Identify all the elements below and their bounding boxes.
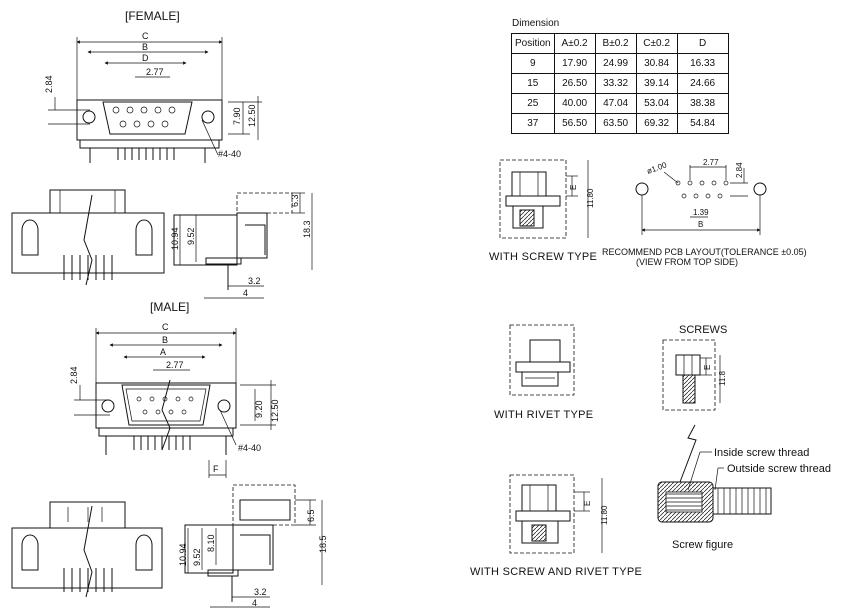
female-front-view: [FEMALE] C B D 2.77 2.84 7.9 (44, 9, 262, 163)
male-side-32: 3.2 (254, 587, 267, 597)
screw-type-dim-e: E (569, 185, 578, 190)
table-cell: 25 (511, 93, 555, 114)
female-side-63: 6.3 (290, 194, 300, 207)
screw-rivet-dim-e: E (583, 501, 592, 506)
table-row: 25 40.00 47.04 53.04 38.38 (511, 93, 729, 114)
female-dim-790: 7.90 (232, 107, 242, 125)
pcb-dim-hole: ø1.00 (646, 160, 669, 176)
table-header: D (676, 33, 729, 54)
female-dim-277: 2.77 (146, 67, 164, 77)
pcb-dim-139: 1.39 (693, 208, 709, 217)
screw-figure-outside: Outside screw thread (727, 463, 831, 475)
screw-type-dim-1180: 11.80 (586, 188, 595, 208)
table-cell: 69.32 (635, 113, 678, 134)
male-front-view: [MALE] C B A 2.77 2.84 9.20 12.50 (69, 300, 280, 478)
female-front-lower-view (11, 189, 165, 286)
dimension-table: Position A±0.2 B±0.2 C±0.2 D 9 17.90 24.… (511, 33, 729, 134)
female-side-32: 3.2 (248, 276, 261, 286)
table-cell: 47.04 (594, 93, 637, 114)
male-dim-277: 2.77 (166, 360, 184, 370)
screw-type-caption: WITH SCREW TYPE (489, 251, 597, 263)
screws-dim-e: E (703, 365, 712, 370)
male-dim-920: 9.20 (254, 400, 264, 418)
screw-figure-view: Inside screw thread Outside screw thread… (657, 447, 831, 551)
male-side-4: 4 (252, 598, 257, 608)
pcb-caption-2: (VIEW FROM TOP SIDE) (636, 257, 738, 267)
table-header-row: Position A±0.2 B±0.2 C±0.2 D (511, 33, 729, 54)
screw-rivet-type-view: E 11.80 WITH SCREW AND RIVET TYPE (470, 474, 642, 578)
female-dim-284: 2.84 (44, 75, 54, 93)
male-side-1094: 10.94 (178, 543, 188, 566)
male-side-810: 8.10 (206, 534, 216, 552)
pcb-dim-277: 2.77 (703, 158, 719, 167)
male-side-185: 18.5 (318, 535, 328, 553)
female-title: [FEMALE] (125, 9, 180, 23)
male-dim-f: F (213, 464, 219, 474)
female-side-1094: 10.94 (170, 227, 180, 250)
male-title: [MALE] (150, 300, 189, 314)
table-cell: 40.00 (553, 93, 596, 114)
female-side-952: 9.52 (186, 227, 196, 245)
male-dim-b: B (162, 335, 168, 345)
female-side-183: 18.3 (302, 220, 312, 238)
table-cell: 9 (511, 53, 555, 74)
female-dim-c: C (142, 31, 149, 41)
male-dim-1250: 12.50 (270, 399, 280, 422)
table-cell: 56.50 (553, 113, 596, 134)
female-dim-1250: 12.50 (247, 104, 257, 127)
table-cell: 37 (511, 113, 555, 134)
pcb-dim-284: 2.84 (735, 162, 744, 178)
female-side-view: 6.3 18.3 10.94 9.52 3.2 4 (170, 192, 313, 299)
pcb-layout-view: 2.77 2.84 ø1.00 1.39 B RECOMMEND PCB LAY… (602, 158, 807, 267)
table-row: 37 56.50 63.50 69.32 54.84 (511, 113, 729, 134)
table-cell: 38.38 (676, 93, 729, 114)
screw-figure-caption: Screw figure (672, 539, 733, 551)
table-cell: 16.33 (676, 53, 729, 74)
table-header: C±0.2 (635, 33, 678, 54)
table-cell: 24.66 (676, 73, 729, 94)
screws-dim-118: 11.8 (718, 370, 727, 386)
female-hole-label: #4-40 (218, 149, 241, 159)
male-dim-c: C (162, 322, 169, 332)
female-side-4: 4 (243, 288, 248, 298)
screw-figure-inside: Inside screw thread (714, 447, 809, 459)
table-cell: 54.84 (676, 113, 729, 134)
rivet-type-view: WITH RIVET TYPE (494, 324, 593, 421)
screws-view: SCREWS E 11.8 (662, 324, 727, 483)
female-dim-d: D (142, 53, 149, 63)
rivet-type-caption: WITH RIVET TYPE (494, 409, 593, 421)
male-front-lower-view (11, 501, 163, 598)
male-dim-284: 2.84 (69, 366, 79, 384)
pcb-caption-1: RECOMMEND PCB LAYOUT(TOLERANCE ±0.05) (602, 247, 807, 257)
table-cell: 53.04 (635, 93, 678, 114)
screw-type-view: E 11.80 WITH SCREW TYPE (489, 159, 597, 263)
screws-title: SCREWS (679, 324, 727, 336)
table-cell: 33.32 (594, 73, 637, 94)
screw-rivet-dim-1180: 11.80 (600, 505, 609, 525)
dimension-table-title: Dimension (512, 18, 560, 29)
table-header: B±0.2 (594, 33, 637, 54)
table-row: 15 26.50 33.32 39.14 24.66 (511, 73, 729, 94)
male-hole-label: #4-40 (238, 443, 261, 453)
pcb-dim-b: B (698, 220, 703, 229)
table-header: A±0.2 (553, 33, 596, 54)
table-cell: 26.50 (553, 73, 596, 94)
male-side-view: 6.5 18.5 10.94 9.52 8.10 3.2 4 (178, 484, 328, 608)
male-side-65: 6.5 (306, 509, 316, 522)
female-dim-b: B (142, 42, 148, 52)
table-cell: 39.14 (635, 73, 678, 94)
table-row: 9 17.90 24.99 30.84 16.33 (511, 53, 729, 74)
table-cell: 17.90 (553, 53, 596, 74)
table-cell: 63.50 (594, 113, 637, 134)
table-cell: 15 (511, 73, 555, 94)
male-dim-a: A (160, 347, 166, 357)
screw-rivet-caption: WITH SCREW AND RIVET TYPE (470, 566, 642, 578)
table-cell: 24.99 (594, 53, 637, 74)
table-cell: 30.84 (635, 53, 678, 74)
table-header: Position (511, 33, 555, 54)
male-side-952: 9.52 (192, 548, 202, 566)
